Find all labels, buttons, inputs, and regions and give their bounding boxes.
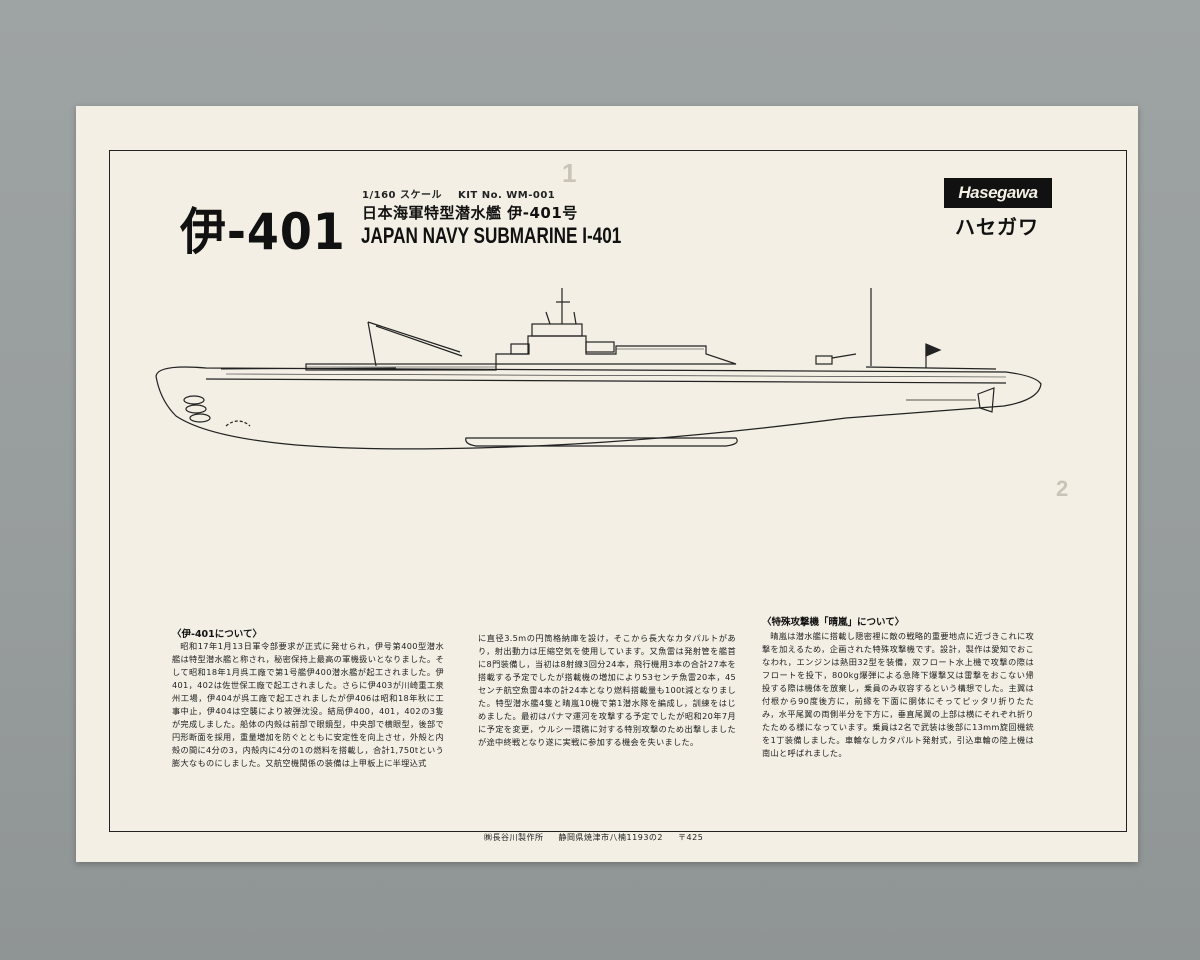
hasegawa-logo: Hasegawa ハセガワ	[944, 178, 1052, 239]
side-profile-drawing	[155, 288, 1042, 450]
section-heading-seiran: 〈特殊攻撃機「晴嵐」について〉	[762, 617, 905, 628]
sheet-border	[109, 150, 1127, 832]
kit-number: KIT No. WM-001	[457, 190, 556, 201]
section-heading-i401: 〈伊-401について〉	[172, 629, 262, 640]
scale-and-kit-number: 1/160 スケール KIT No. WM-001	[362, 186, 567, 201]
postal-code: 〒425	[678, 833, 704, 842]
company-name: ㈱長谷川製作所	[484, 833, 544, 842]
section-paragraph: 晴嵐は潜水艦に搭載し隠密裡に敵の戦略的重要地点に近づきこれに攻撃を加えるため，企…	[762, 631, 1034, 758]
brand-name-japanese: ハセガワ	[955, 215, 1039, 239]
submarine-drawings	[155, 288, 1042, 450]
model-title: 伊-401	[180, 203, 346, 261]
company-address: 静岡県焼津市八楠1193の2	[558, 833, 663, 842]
brand-name: Hasegawa	[958, 183, 1038, 202]
scale-label: 1/160 スケール	[362, 190, 442, 201]
instruction-sheet: 1 2 伊-401 1/160 スケール KIT No. WM-001 日本海軍…	[76, 106, 1138, 862]
section-body-seiran: 晴嵐は潜水艦に搭載し隠密裡に敵の戦略的重要地点に近づきこれに攻撃を加えるため，企…	[762, 630, 1034, 760]
section-body-i401: 昭和17年1月13日軍令部要求が正式に発せられ，伊号第400型潜水艦は特型潜水艦…	[172, 640, 444, 770]
english-subtitle: JAPAN NAVY SUBMARINE I-401	[361, 223, 622, 248]
section-paragraph-continued: に直径3.5mの円筒格納庫を設け，そこから長大なカタパルトがあり，射出動力は圧縮…	[478, 633, 736, 747]
section-paragraph: 昭和17年1月13日軍令部要求が正式に発せられ，伊号第400型潜水艦は特型潜水艦…	[172, 641, 444, 768]
show-through-marks: 1	[562, 158, 577, 188]
section-body-i401-continued: に直径3.5mの円筒格納庫を設け，そこから長大なカタパルトがあり，射出動力は圧縮…	[478, 632, 736, 749]
japanese-subtitle: 日本海軍特型潜水艦 伊-401号	[362, 204, 578, 222]
publisher-footer: ㈱長谷川製作所 静岡県焼津市八楠1193の2 〒425	[484, 832, 715, 843]
